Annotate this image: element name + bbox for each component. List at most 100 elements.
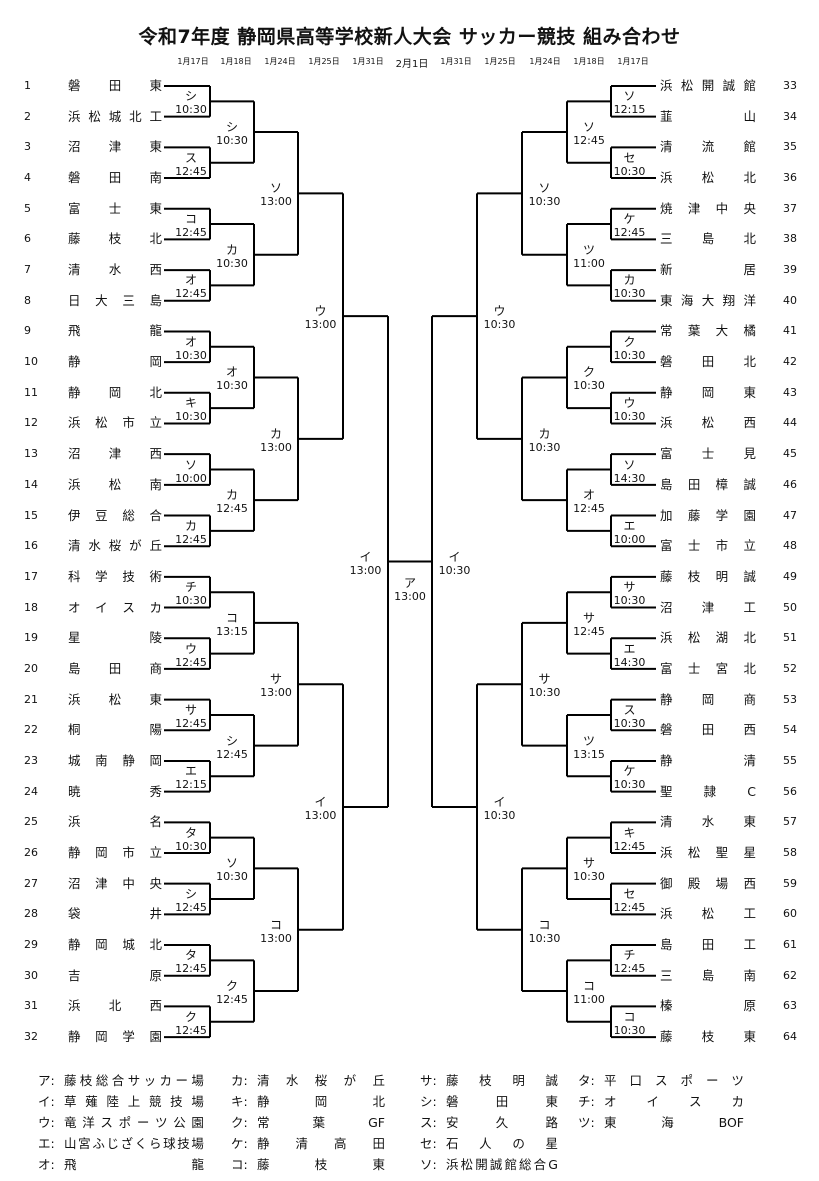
team-seed: 39	[783, 263, 797, 277]
team-seed: 53	[783, 692, 797, 706]
legend-venue: 静清高田	[257, 1136, 385, 1151]
team-seed: 46	[783, 477, 797, 491]
team-seed: 21	[24, 692, 38, 706]
match-venue-code: ソ	[623, 89, 636, 104]
team-name: 浜松西	[660, 415, 756, 431]
match-venue-code: サ	[184, 702, 198, 717]
team-name: 磐田東	[68, 78, 162, 93]
team-name: 新居	[660, 262, 756, 278]
team-seed: 33	[783, 79, 797, 92]
match-time: 10:30	[175, 410, 207, 424]
match-venue-code: ウ	[493, 304, 506, 319]
match-time: 12:45	[175, 1023, 207, 1037]
team-name: 韮山	[660, 108, 756, 124]
legend-entry: セ:石人の星	[420, 1133, 558, 1154]
team-name: 島田工	[660, 937, 756, 953]
legend-code: ツ:	[578, 1115, 595, 1130]
legend-venue: オイスカ	[604, 1094, 744, 1109]
match-time: 13:00	[394, 589, 426, 603]
match-venue-code: オ	[184, 334, 198, 349]
team-name: 沼津西	[68, 446, 162, 462]
team-name: 三島南	[660, 967, 756, 983]
legend-entry: ウ: 竜洋スポーツ公園	[38, 1112, 204, 1133]
match-time: 12:45	[175, 962, 207, 976]
team-seed: 57	[783, 815, 797, 829]
match-time: 12:45	[175, 164, 207, 178]
team-name: 島田樟誠	[660, 476, 756, 492]
match-time: 12:45	[613, 962, 646, 976]
match-time: 10:00	[175, 471, 207, 485]
team-name: 藤枝北	[68, 231, 162, 247]
match-venue-code: コ	[184, 212, 198, 227]
match-venue-code: イ	[314, 794, 327, 809]
match-time: 13:15	[216, 624, 248, 638]
team-name: 藤枝明誠	[660, 568, 756, 584]
match-time: 10:30	[216, 870, 248, 884]
team-seed: 50	[783, 600, 797, 614]
match-venue-code: オ	[184, 273, 198, 288]
match-time: 12:45	[613, 901, 646, 915]
team-seed: 58	[783, 846, 797, 859]
legend-code: ウ:	[38, 1115, 55, 1130]
legend-venue: 藤枝総合サッカー場	[64, 1073, 204, 1088]
team-name: 浜松湖北	[660, 630, 756, 646]
page-title: 令和7年度 静岡県高等学校新人大会 サッカー競技 組み合わせ	[138, 26, 681, 48]
team-seed: 47	[783, 508, 797, 522]
team-name: 島田商	[68, 660, 162, 676]
match-venue-code: ク	[582, 365, 596, 380]
match-venue-code: エ	[623, 518, 636, 533]
match-venue-code: カ	[225, 488, 239, 503]
match-time: 10:30	[573, 870, 605, 884]
match-time: 12:45	[573, 624, 605, 638]
team-name: 榛原	[660, 998, 756, 1014]
match-time: 10:30	[613, 778, 646, 792]
team-name: 浜松聖星	[660, 845, 756, 860]
match-venue-code: ク	[623, 334, 636, 349]
match-venue-code: チ	[184, 580, 198, 595]
legend-venue: 竜洋スポーツ公園	[64, 1115, 204, 1130]
team-name: 焼津中央	[660, 200, 756, 216]
match-time: 10:30	[613, 1023, 646, 1037]
match-venue-code: タ	[184, 948, 198, 963]
legend-entry: ス:安久路	[420, 1112, 558, 1133]
team-name: 富士宮北	[660, 660, 756, 676]
match-venue-code: カ	[225, 242, 239, 257]
match-venue-code: コ	[538, 917, 551, 932]
team-name: 藤枝東	[660, 1029, 756, 1045]
match-time: 10:30	[438, 563, 471, 577]
team-name: 磐田西	[660, 722, 756, 738]
team-name: 科学技術	[68, 568, 162, 584]
team-seed: 63	[783, 999, 797, 1013]
legend-code: コ:	[231, 1157, 248, 1172]
match-venue-code: ウ	[623, 396, 636, 411]
match-venue-code: ソ	[225, 856, 239, 871]
match-venue-code: ウ	[314, 304, 327, 319]
legend-venue: 安久路	[446, 1115, 558, 1130]
match-venue-code: ソ	[184, 457, 198, 472]
match-venue-code: コ	[269, 917, 283, 932]
